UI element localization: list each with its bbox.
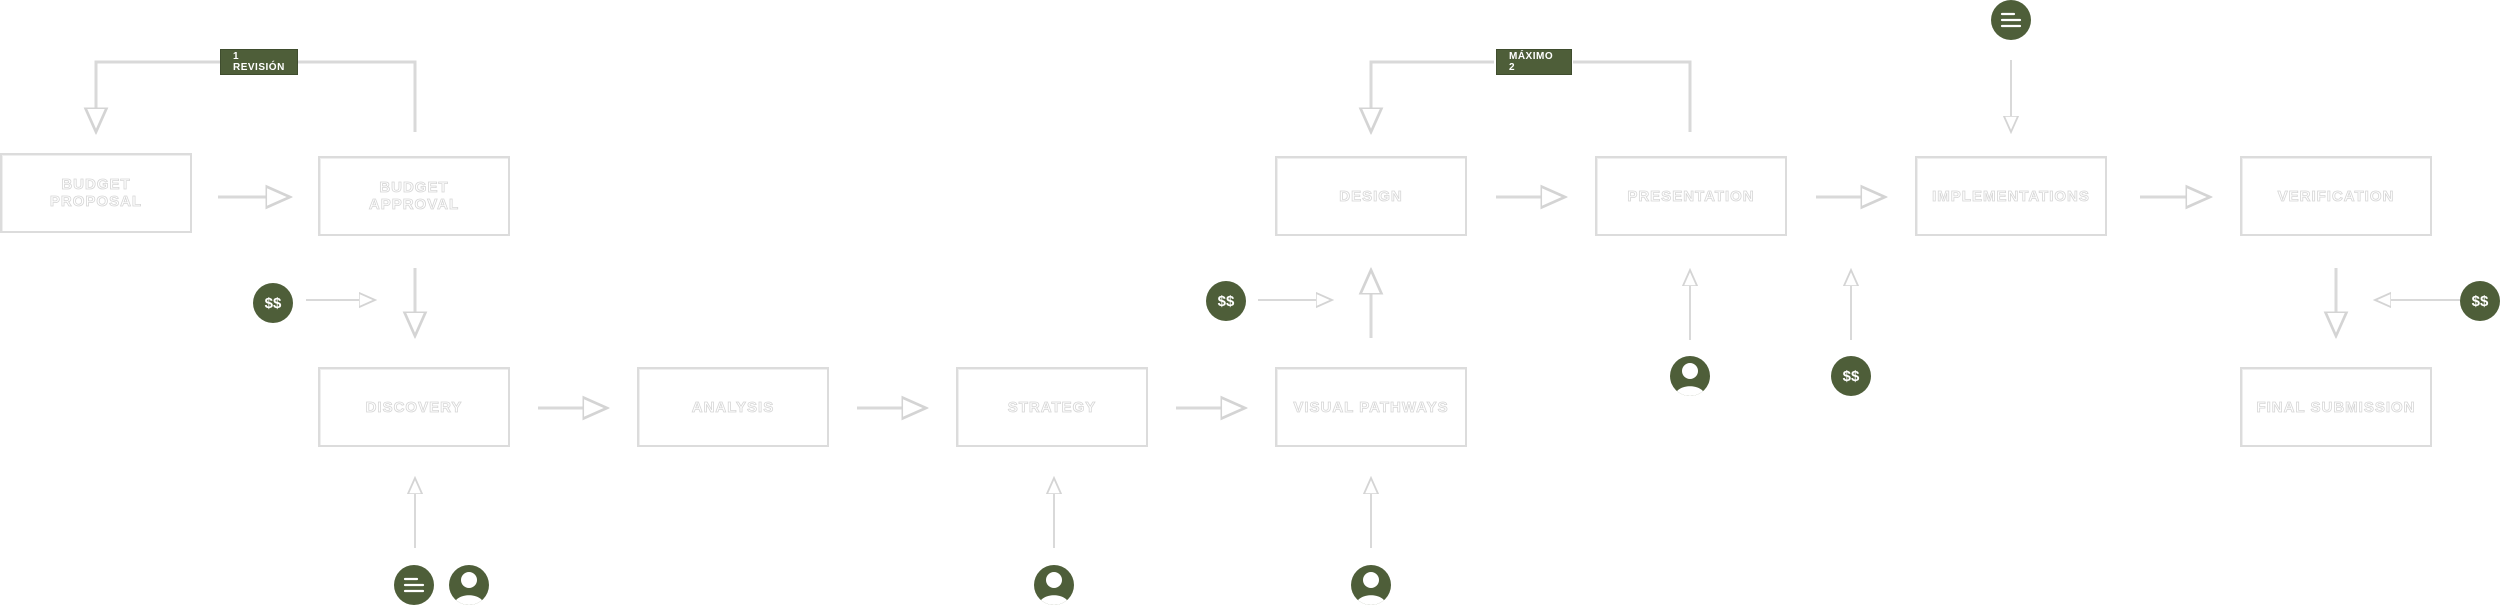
step-verification: VERIFICATION bbox=[2240, 156, 2432, 236]
step-budget-approval: BUDGET APPROVAL bbox=[318, 156, 510, 236]
step-budget-proposal: BUDGET PROPOSAL bbox=[0, 153, 192, 233]
person-icon bbox=[1034, 565, 1074, 605]
loop-line-design-right bbox=[1573, 60, 1692, 132]
money-icon: $$ bbox=[253, 283, 293, 323]
loop-line-design-left bbox=[1371, 60, 1494, 132]
loop-line-budget-left bbox=[96, 60, 220, 132]
cost-badge-text: $$ bbox=[2471, 292, 2489, 310]
step-design: DESIGN bbox=[1275, 156, 1467, 236]
person-icon bbox=[1670, 356, 1710, 396]
person-icon bbox=[449, 565, 489, 605]
money-icon: $$ bbox=[1206, 281, 1246, 321]
cost-badge-text: $$ bbox=[1842, 367, 1860, 385]
document-icon bbox=[1991, 0, 2031, 40]
step-label: FINAL SUBMISSION bbox=[2256, 398, 2416, 416]
document-icon bbox=[394, 565, 434, 605]
step-label: BUDGET PROPOSAL bbox=[49, 176, 143, 211]
step-presentation: PRESENTATION bbox=[1595, 156, 1787, 236]
person-icon bbox=[1351, 565, 1391, 605]
step-label: DESIGN bbox=[1339, 187, 1403, 205]
step-strategy: STRATEGY bbox=[956, 367, 1148, 447]
cost-badge-text: $$ bbox=[1217, 292, 1235, 310]
step-label: IMPLEMENTATIONS bbox=[1932, 187, 2090, 205]
step-visual-pathways: VISUAL PATHWAYS bbox=[1275, 367, 1467, 447]
step-label: PRESENTATION bbox=[1627, 187, 1755, 205]
step-label: ANALYSIS bbox=[691, 398, 775, 416]
step-discovery: DISCOVERY bbox=[318, 367, 510, 447]
step-label: STRATEGY bbox=[1007, 398, 1097, 416]
step-label: VERIFICATION bbox=[2277, 187, 2395, 205]
cost-badge-text: $$ bbox=[264, 294, 282, 312]
step-label: VISUAL PATHWAYS bbox=[1293, 398, 1449, 416]
step-analysis: ANALYSIS bbox=[637, 367, 829, 447]
step-implementations: IMPLEMENTATIONS bbox=[1915, 156, 2107, 236]
step-label: DISCOVERY bbox=[365, 398, 463, 416]
money-icon: $$ bbox=[1831, 356, 1871, 396]
money-icon: $$ bbox=[2460, 281, 2500, 321]
step-final-submission: FINAL SUBMISSION bbox=[2240, 367, 2432, 447]
revision-tag-budget: 1 REVISIÓN bbox=[220, 49, 298, 75]
step-label: BUDGET APPROVAL bbox=[368, 179, 460, 214]
revision-tag-design: MÁXIMO 2 bbox=[1496, 49, 1572, 75]
loop-line-budget-right bbox=[298, 60, 417, 132]
